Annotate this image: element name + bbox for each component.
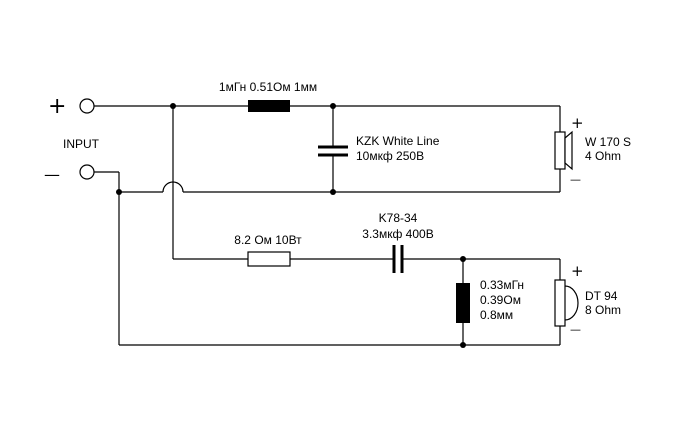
tweeter-inductor bbox=[456, 283, 470, 323]
input-minus-terminal bbox=[79, 164, 95, 180]
tweeter-minus-sign: — bbox=[570, 323, 581, 336]
tweeter-inductor-label-3: 0.8мм bbox=[480, 308, 513, 322]
input-label: INPUT bbox=[63, 137, 100, 151]
input-plus-sign: + bbox=[48, 94, 66, 119]
woofer-capacitor-label-2: 10мкф 250В bbox=[356, 149, 424, 163]
junction-dot bbox=[460, 256, 466, 262]
tweeter-inductor-label-1: 0.33мГн bbox=[480, 278, 524, 292]
woofer-minus-sign: — bbox=[570, 173, 581, 186]
woofer-inductor-label: 1мГн 0.51Ом 1мм bbox=[219, 80, 317, 94]
tweeter-capacitor-label-2: 3.3мкф 400В bbox=[362, 227, 433, 241]
negative-return bbox=[94, 171, 560, 346]
tweeter-name: DT 94 bbox=[585, 289, 618, 303]
tweeter-plus-sign: + bbox=[571, 262, 584, 280]
tweeter-impedance: 8 Ohm bbox=[585, 303, 621, 317]
input-minus-sign: — bbox=[44, 165, 60, 184]
woofer-plus-sign: + bbox=[571, 114, 584, 132]
tweeter-resistor-label: 8.2 Ом 10Вт bbox=[234, 233, 302, 247]
junction-dot bbox=[330, 103, 336, 109]
junction-dot bbox=[460, 342, 466, 348]
input-plus-terminal bbox=[79, 98, 95, 114]
tweeter-inductor-label-2: 0.39Ом bbox=[480, 293, 521, 307]
junction-dot bbox=[116, 189, 122, 195]
woofer-impedance: 4 Ohm bbox=[585, 149, 621, 163]
tweeter-resistor bbox=[247, 251, 291, 267]
tweeter-speaker-dome bbox=[564, 285, 579, 321]
tweeter-path: 8.2 Ом 10Вт K78-34 3.3мкф 400В 0.33мГн 0… bbox=[172, 106, 621, 348]
woofer-path: 1мГн 0.51Ом 1мм KZK White Line 10мкф 250… bbox=[94, 80, 631, 195]
woofer-speaker-body bbox=[554, 131, 566, 170]
woofer-capacitor-label-1: KZK White Line bbox=[356, 134, 440, 148]
tweeter-speaker-body bbox=[554, 279, 566, 327]
tweeter-capacitor-label-1: K78-34 bbox=[379, 211, 418, 225]
input-terminals: + INPUT — bbox=[44, 94, 100, 184]
woofer-speaker-cone bbox=[564, 130, 573, 171]
woofer-inductor bbox=[248, 100, 290, 112]
woofer-name: W 170 S bbox=[585, 135, 631, 149]
